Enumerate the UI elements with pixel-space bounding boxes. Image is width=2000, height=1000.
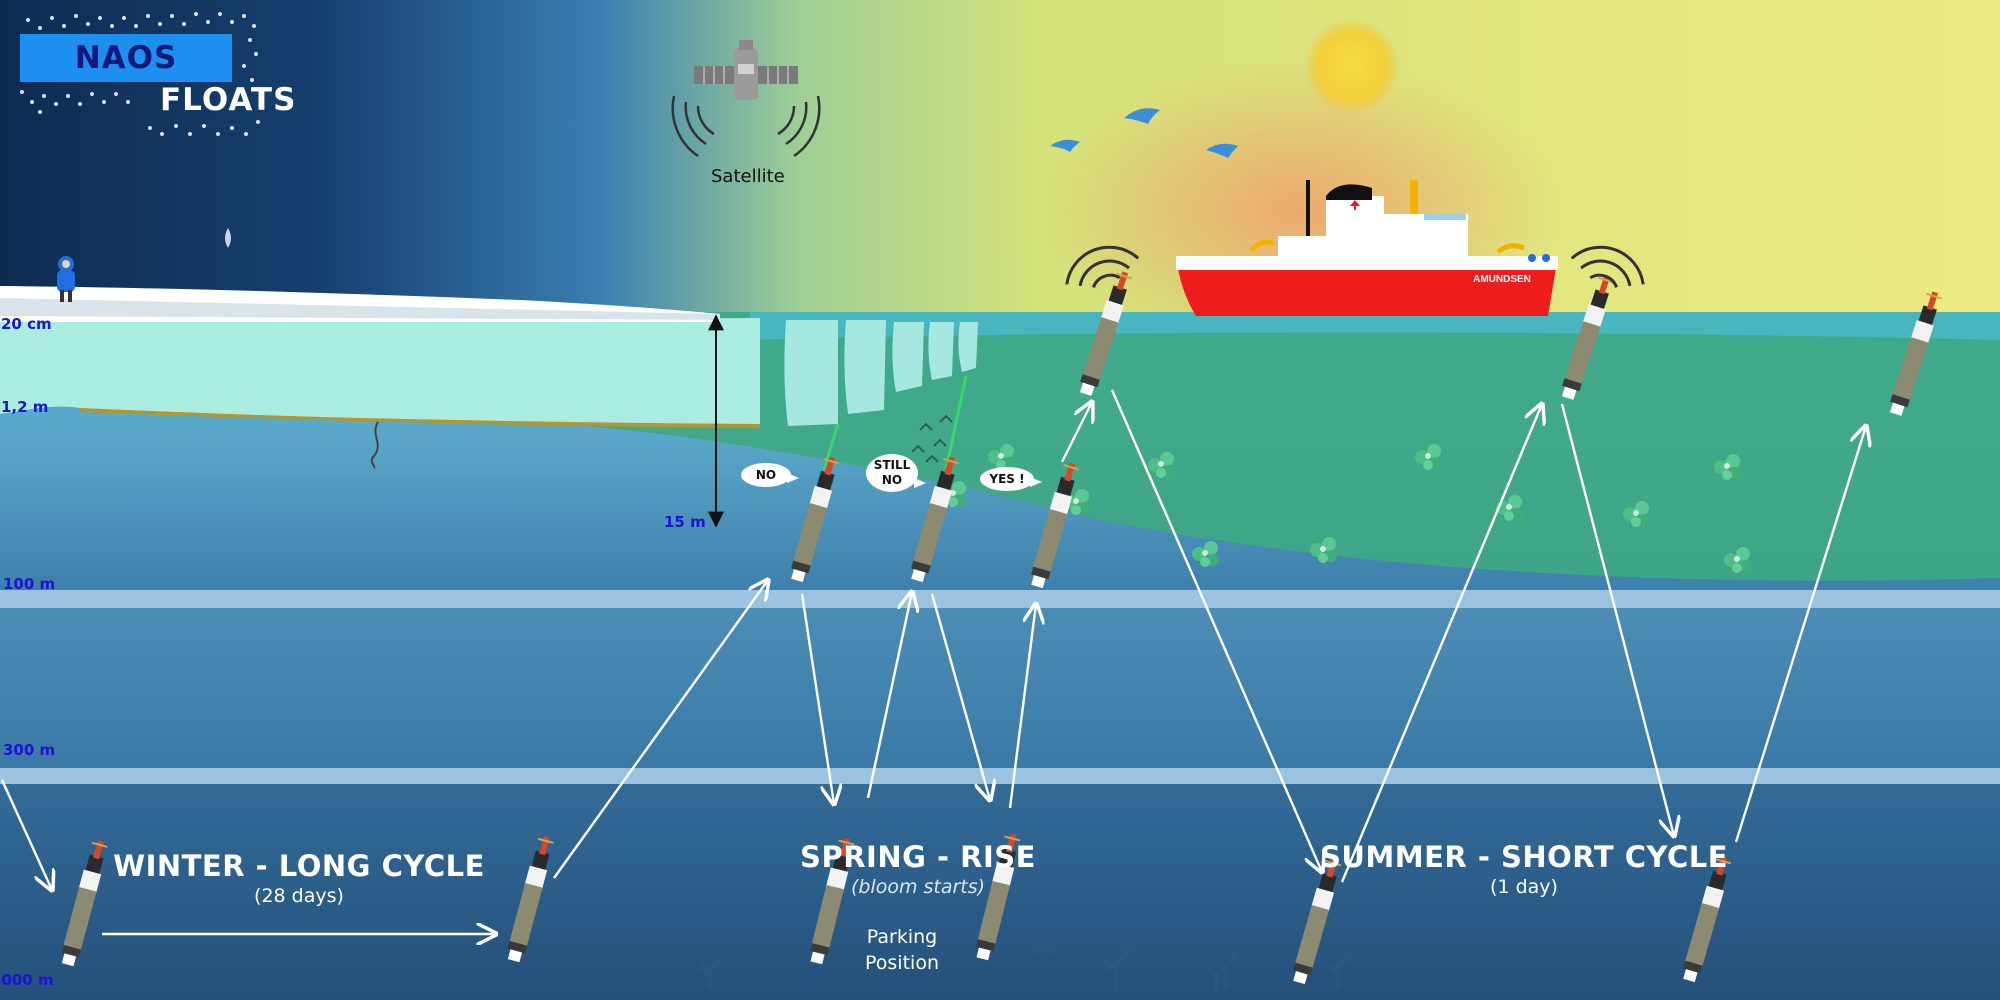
crab-icon bbox=[1020, 934, 1068, 955]
ice-crack bbox=[370, 421, 379, 469]
sky bbox=[0, 0, 2000, 320]
drop-icon bbox=[225, 228, 231, 248]
spring-subtitle: (bloom starts) bbox=[850, 876, 986, 898]
bubble-no-text: NO bbox=[755, 467, 777, 482]
snow-shadow bbox=[0, 298, 720, 320]
sun-icon bbox=[1304, 18, 1400, 114]
logo-dots bbox=[20, 12, 260, 136]
light-signal bbox=[822, 375, 968, 471]
bubble-yes-text: YES ! bbox=[989, 471, 1025, 486]
bird-icon bbox=[1050, 108, 1238, 158]
winter-subtitle: (28 days) bbox=[254, 885, 344, 907]
summer-subtitle: (1 day) bbox=[1490, 876, 1558, 898]
bubble-still-no: STILL NO bbox=[866, 454, 926, 492]
winter-title: WINTER - LONG CYCLE bbox=[113, 849, 485, 883]
parking-label-line2: Position bbox=[865, 952, 939, 974]
layer-100m bbox=[0, 590, 2000, 608]
bubble-yes: YES ! bbox=[980, 467, 1042, 491]
depth-label-15m: 15 m bbox=[664, 513, 706, 531]
depth-label-20cm: 20 cm bbox=[1, 315, 52, 333]
surface-water bbox=[750, 312, 2000, 340]
melting-ice-blocks bbox=[784, 320, 978, 426]
depth-label-100m: 100 m bbox=[3, 575, 56, 593]
depth-label-1-2m: 1,2 m bbox=[1, 398, 49, 416]
depth-label-1000m: 1000 m bbox=[0, 971, 54, 989]
logo-floats: FLOATS bbox=[160, 82, 297, 118]
summer-title: SUMMER - SHORT CYCLE bbox=[1319, 840, 1729, 874]
ship-icon bbox=[1176, 180, 1558, 316]
layer-300m bbox=[0, 768, 2000, 784]
bubble-still-no-line2: NO bbox=[881, 473, 903, 487]
spring-title: SPRING - RISE bbox=[800, 840, 1036, 874]
bubble-no: NO bbox=[741, 463, 799, 487]
person-icon bbox=[57, 256, 75, 302]
middle-layer bbox=[0, 608, 2000, 768]
ice-algae bbox=[80, 408, 760, 428]
sea-ice bbox=[0, 318, 760, 426]
depth-label-300m: 300 m bbox=[3, 741, 56, 759]
ship-name: AMUNDSEN bbox=[1473, 274, 1531, 285]
logo-naos: NAOS bbox=[20, 34, 232, 82]
parking-label-line1: Parking bbox=[866, 926, 938, 948]
satellite-label: Satellite bbox=[711, 166, 785, 187]
trajectory-arrows bbox=[0, 389, 1866, 934]
satellite-icon bbox=[671, 40, 821, 158]
bubble-still-no-line1: STILL bbox=[873, 458, 911, 472]
coral-icon bbox=[698, 948, 1350, 992]
zooplankton-icon bbox=[911, 414, 953, 463]
